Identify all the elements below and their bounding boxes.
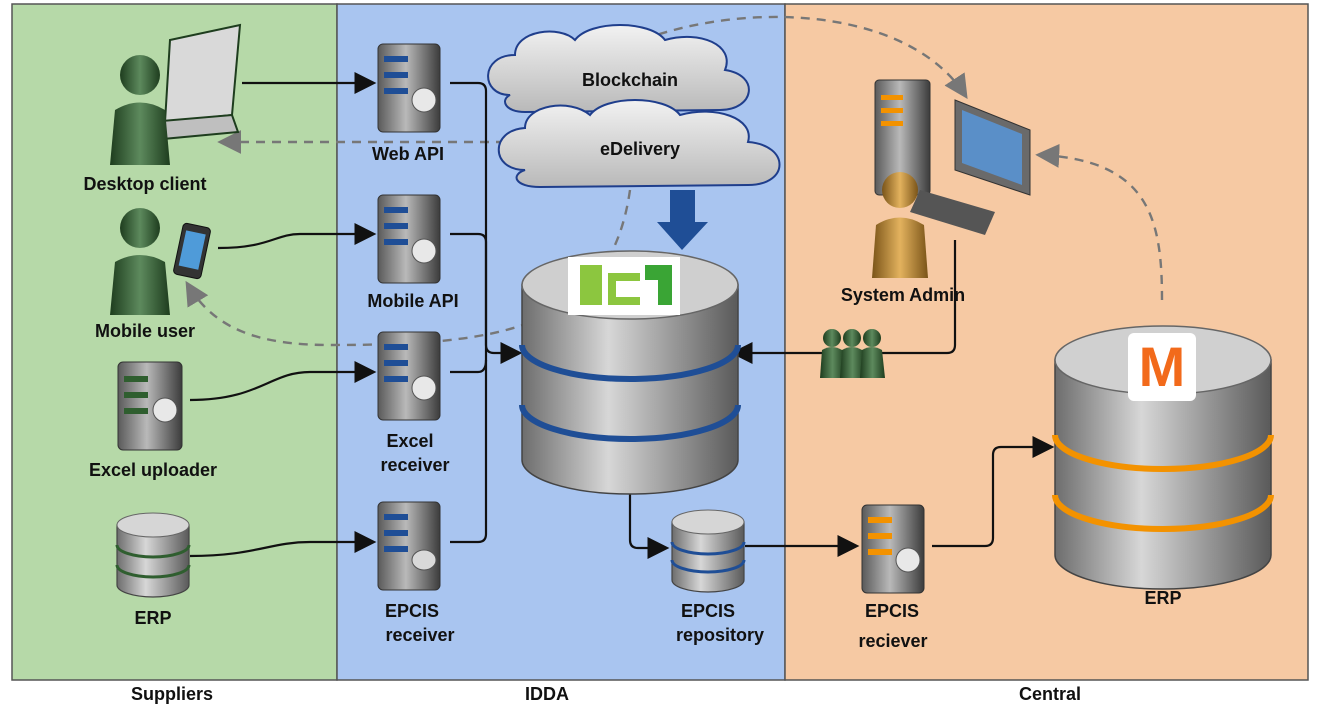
mobile-api-server-icon [377, 194, 441, 284]
excel-receiver-label-2: receiver [380, 455, 449, 475]
system-admin-icon [872, 79, 1031, 278]
dashed-line-mobile [185, 189, 632, 347]
epcis-reciever-server-icon [861, 504, 925, 594]
mobile-api-label: Mobile API [367, 291, 458, 311]
users-group-icon [820, 329, 885, 378]
web-api-label: Web API [372, 144, 444, 164]
blockchain-cloud: Blockchain [487, 24, 750, 114]
edelivery-down-arrow [657, 190, 708, 250]
suppliers-title: Suppliers [131, 684, 213, 704]
web-api-server-icon [377, 43, 441, 133]
mobile-user-label: Mobile user [95, 321, 195, 341]
epcis-receiver-label-1: EPCIS [385, 601, 439, 621]
epcis-reciever-label-2: reciever [858, 631, 927, 651]
edelivery-label: eDelivery [600, 139, 680, 159]
excel-receiver-label-1: Excel [386, 431, 433, 451]
idda-database [519, 250, 741, 495]
central-erp-label: ERP [1144, 588, 1181, 608]
blockchain-label: Blockchain [582, 70, 678, 90]
flow-epcisrecv-db [450, 353, 488, 544]
supplier-erp-db-icon [115, 512, 191, 598]
central-erp-db-icon: M [1052, 325, 1274, 590]
excel-uploader-label: Excel uploader [89, 460, 217, 480]
desktop-client-icon [110, 23, 242, 165]
epcis-repository-db [670, 509, 746, 593]
flow-erp-epcis [189, 531, 377, 558]
epcis-repository-label-1: EPCIS [681, 601, 735, 621]
flow-reciever-erp [932, 436, 1055, 548]
supplier-erp-label: ERP [134, 608, 171, 628]
central-title: Central [1019, 684, 1081, 704]
excel-uploader-server-icon [117, 361, 183, 451]
flow-mobileapi-db [450, 232, 488, 353]
flow-mobile-mobileapi [217, 223, 377, 250]
erp-logo-letter: M [1139, 335, 1186, 398]
epcis-receiver-label-2: receiver [385, 625, 454, 645]
idda-title: IDDA [525, 684, 569, 704]
flow-admin-db [730, 240, 957, 364]
dashed-line-erp-admin [1035, 143, 1164, 301]
edelivery-cloud: eDelivery [497, 99, 781, 189]
desktop-client-label: Desktop client [83, 174, 206, 194]
flow-db-repository [628, 490, 670, 559]
erp-logo-badge [1128, 333, 1196, 401]
system-admin-label: System Admin [841, 285, 965, 305]
mobile-user-icon [110, 208, 211, 315]
excel-receiver-server-icon [377, 331, 441, 421]
epcis-reciever-label-1: EPCIS [865, 601, 919, 621]
epcis-receiver-server-icon [377, 501, 441, 591]
flow-excel-receiver [189, 361, 377, 402]
epcis-repository-label-2: repository [676, 625, 764, 645]
flow-webapi-db [450, 81, 523, 364]
